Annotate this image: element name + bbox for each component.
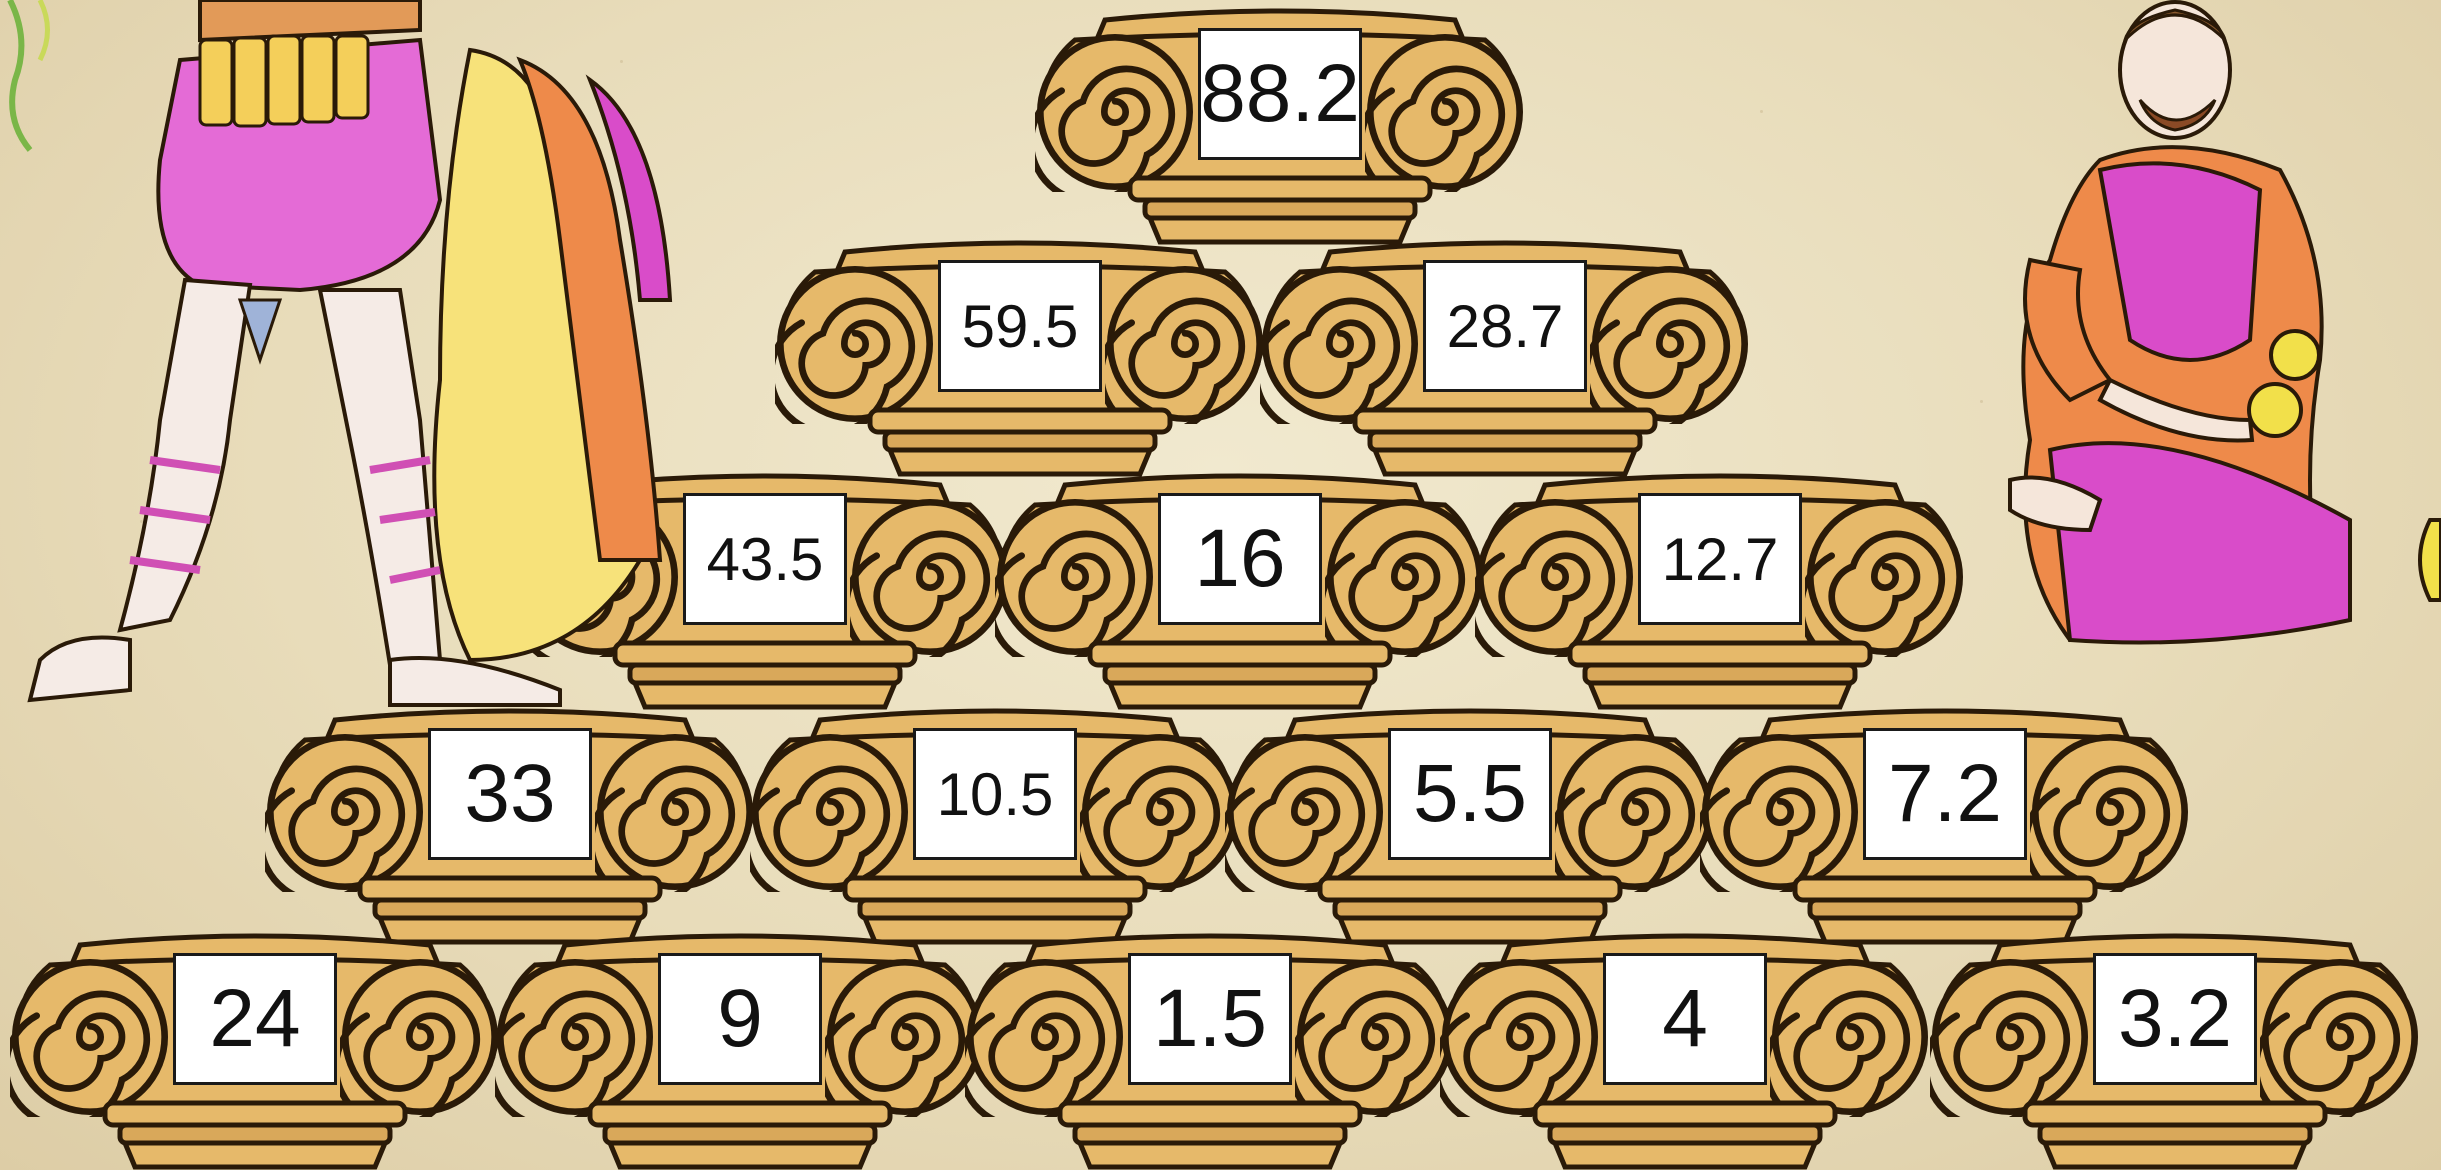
number-card[interactable]: 28.7	[1423, 260, 1587, 392]
capital-r3-c2: 5.5	[1225, 700, 1715, 945]
number-card[interactable]: 5.5	[1388, 728, 1552, 860]
capital-r4-c1: 9	[495, 925, 985, 1170]
number-card[interactable]: 88.2	[1198, 28, 1362, 160]
capital-r3-c1: 10.5	[750, 700, 1240, 945]
capital-r2-c2: 12.7	[1475, 465, 1965, 710]
capital-r4-c0: 24	[10, 925, 500, 1170]
capital-r3-c0: 33	[265, 700, 755, 945]
number-card[interactable]: 10.5	[913, 728, 1077, 860]
capital-r4-c4: 3.2	[1930, 925, 2420, 1170]
roman-soldier-figure	[0, 0, 700, 720]
capital-r0-c0: 88.2	[1035, 0, 1525, 245]
capital-r4-c2: 1.5	[965, 925, 1455, 1170]
number-card[interactable]: 7.2	[1863, 728, 2027, 860]
number-card[interactable]: 3.2	[2093, 953, 2257, 1085]
number-card[interactable]: 24	[173, 953, 337, 1085]
number-card[interactable]: 4	[1603, 953, 1767, 1085]
capital-r2-c1: 16	[995, 465, 1485, 710]
number-card[interactable]: 43.5	[683, 493, 847, 625]
number-card[interactable]: 16	[1158, 493, 1322, 625]
capital-r1-c0: 59.5	[775, 232, 1265, 477]
number-card[interactable]: 9	[658, 953, 822, 1085]
capital-r4-c3: 4	[1440, 925, 1930, 1170]
number-card[interactable]: 1.5	[1128, 953, 1292, 1085]
number-card[interactable]: 12.7	[1638, 493, 1802, 625]
kneeling-man-figure	[1990, 0, 2441, 680]
number-card[interactable]: 33	[428, 728, 592, 860]
number-card[interactable]: 59.5	[938, 260, 1102, 392]
capital-r3-c3: 7.2	[1700, 700, 2190, 945]
capital-r1-c1: 28.7	[1260, 232, 1750, 477]
